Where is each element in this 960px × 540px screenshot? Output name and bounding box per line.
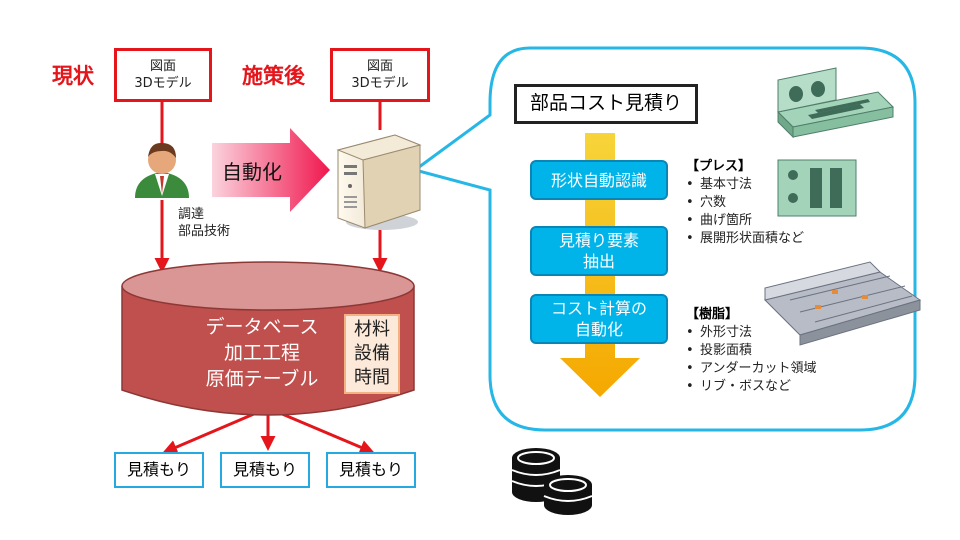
press-heading: 【プレス】 <box>686 159 752 174</box>
doc-line2: 3Dモデル <box>134 76 192 91</box>
step-shape-recognition: 形状自動認識 <box>530 160 668 200</box>
press-part-3d-icon <box>776 67 895 139</box>
list-item: 投影面積 <box>686 342 816 360</box>
quote-box-1: 見積もり <box>114 452 204 488</box>
doc-line2: 3Dモデル <box>351 76 409 91</box>
resin-part-3d-icon <box>764 261 922 346</box>
step-label: 抽出 <box>582 252 615 271</box>
step-label: コスト計算の <box>550 299 647 318</box>
quote-box-3: 見積もり <box>326 452 416 488</box>
step-element-extraction: 見積り要素 抽出 <box>530 226 668 276</box>
list-item: アンダーカット領域 <box>686 360 816 378</box>
database-text: データベース 加工工程 原価テーブル <box>182 314 342 392</box>
database-line2: 加工工程 <box>223 342 300 364</box>
list-item: 穴数 <box>686 194 804 212</box>
label-current: 現状 <box>52 64 94 88</box>
person-label-line1: 調達 <box>178 207 205 222</box>
side-item: 設備 <box>354 343 390 364</box>
server-icon <box>336 134 422 230</box>
automation-label: 自動化 <box>222 160 282 184</box>
list-item: 外形寸法 <box>686 324 816 342</box>
callout-title: 部品コスト見積り <box>514 84 698 124</box>
side-item: 材料 <box>354 319 390 340</box>
doc-line1: 図面 <box>366 59 393 74</box>
resin-list: 外形寸法 投影面積 アンダーカット領域 リブ・ボスなど <box>686 324 816 396</box>
drawing-doc-current: 図面 3Dモデル <box>114 48 212 102</box>
coins-icon <box>511 448 593 515</box>
step-cost-automation: コスト計算の 自動化 <box>530 294 668 344</box>
label-after: 施策後 <box>242 64 305 88</box>
person-label: 調達 部品技術 <box>178 206 230 240</box>
list-item: 展開形状面積など <box>686 230 804 248</box>
database-side-box: 材料 設備 時間 <box>344 314 400 394</box>
person-label-line2: 部品技術 <box>178 224 231 239</box>
step-label: 自動化 <box>574 320 623 339</box>
person-icon <box>135 142 189 198</box>
database-line3: 原価テーブル <box>205 368 319 390</box>
side-item: 時間 <box>354 367 390 388</box>
automation-arrow <box>212 128 330 212</box>
press-list: 基本寸法 穴数 曲げ箇所 展開形状面積など <box>686 176 804 248</box>
step-label: 見積り要素 <box>558 231 639 250</box>
step-label: 形状自動認識 <box>550 170 647 190</box>
list-item: 曲げ箇所 <box>686 212 804 230</box>
resin-heading: 【樹脂】 <box>686 307 739 322</box>
quote-box-2: 見積もり <box>220 452 310 488</box>
database-cylinder <box>121 261 415 416</box>
doc-line1: 図面 <box>149 59 176 74</box>
list-item: 基本寸法 <box>686 176 804 194</box>
list-item: リブ・ボスなど <box>686 378 816 396</box>
drawing-doc-after: 図面 3Dモデル <box>330 48 430 102</box>
press-section: 【プレス】 基本寸法 穴数 曲げ箇所 展開形状面積など <box>686 158 804 248</box>
resin-section: 【樹脂】 外形寸法 投影面積 アンダーカット領域 リブ・ボスなど <box>686 306 816 396</box>
database-line1: データベース <box>205 316 319 338</box>
